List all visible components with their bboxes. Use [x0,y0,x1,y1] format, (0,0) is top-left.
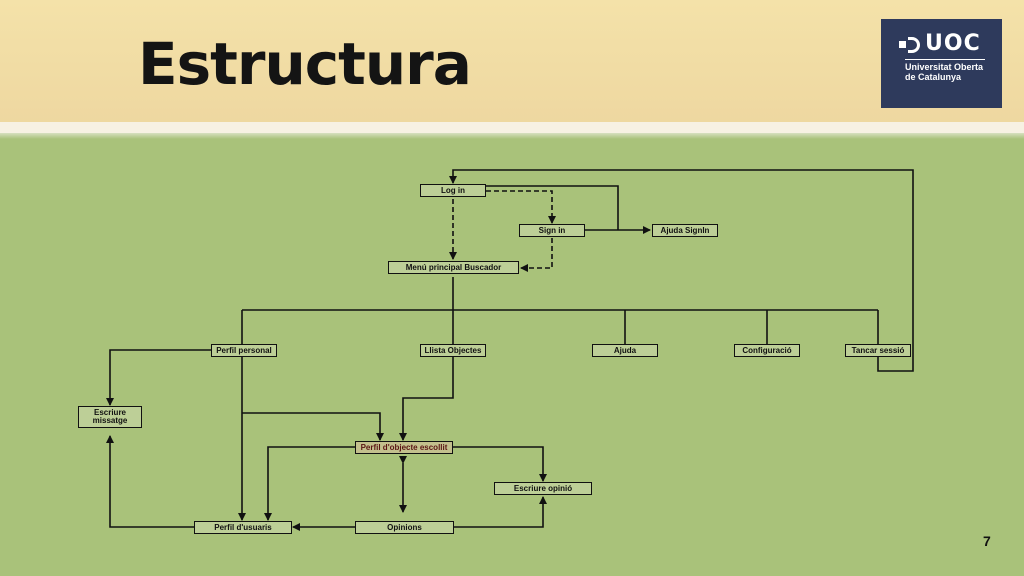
node-menu: Menú principal Buscador [388,261,519,274]
dashed-login-to-signin [486,190,556,224]
node-llista-objectes: Llista Objectes [420,344,486,357]
node-perfil-usuaris: Perfil d'usuaris [194,521,292,534]
header-band: Estructura UOC Universitat Oberta de Cat… [0,0,1024,128]
page-number: 7 [983,533,991,549]
logo-abbreviation: UOC [925,31,981,56]
node-configuracio: Configuració [734,344,800,357]
logout-to-login [449,169,914,372]
uoc-logo: UOC Universitat Oberta de Catalunya [881,19,1002,108]
node-perfil-personal: Perfil personal [211,344,277,357]
llista-to-objecte [399,357,454,441]
uoc-mark-icon [899,37,920,53]
header-texture [0,0,1024,128]
objecte-to-usuaris [264,446,355,521]
slide-title: Estructura [138,30,472,98]
logo-divider [905,59,985,60]
login-to-ajuda-signin [486,185,619,230]
logo-name: Universitat Oberta de Catalunya [905,62,997,82]
node-tancar-sessio: Tancar sessió [845,344,911,357]
perfil-to-objecte [242,412,384,441]
node-signin: Sign in [519,224,585,237]
node-escriure-opinio: Escriure opinió [494,482,592,495]
usuaris-to-missatge [106,435,194,528]
logo-name-line1: Universitat Oberta [905,62,984,72]
torn-paper-shadow [0,133,1024,139]
objecte-to-opinio [453,446,547,482]
opinions-to-opinio [454,496,547,528]
perfil-to-missatge [106,349,211,406]
node-ajuda: Ajuda [592,344,658,357]
node-opinions: Opinions [355,521,454,534]
dashed-signin-to-menu [520,238,553,272]
node-ajuda-signin: Ajuda SignIn [652,224,718,237]
node-perfil-objecte: Perfil d'objecte escollit [355,441,453,454]
logo-name-line2: de Catalunya [905,72,962,82]
node-login: Log in [420,184,486,197]
node-escriure-missatge: Escriure missatge [78,406,142,428]
